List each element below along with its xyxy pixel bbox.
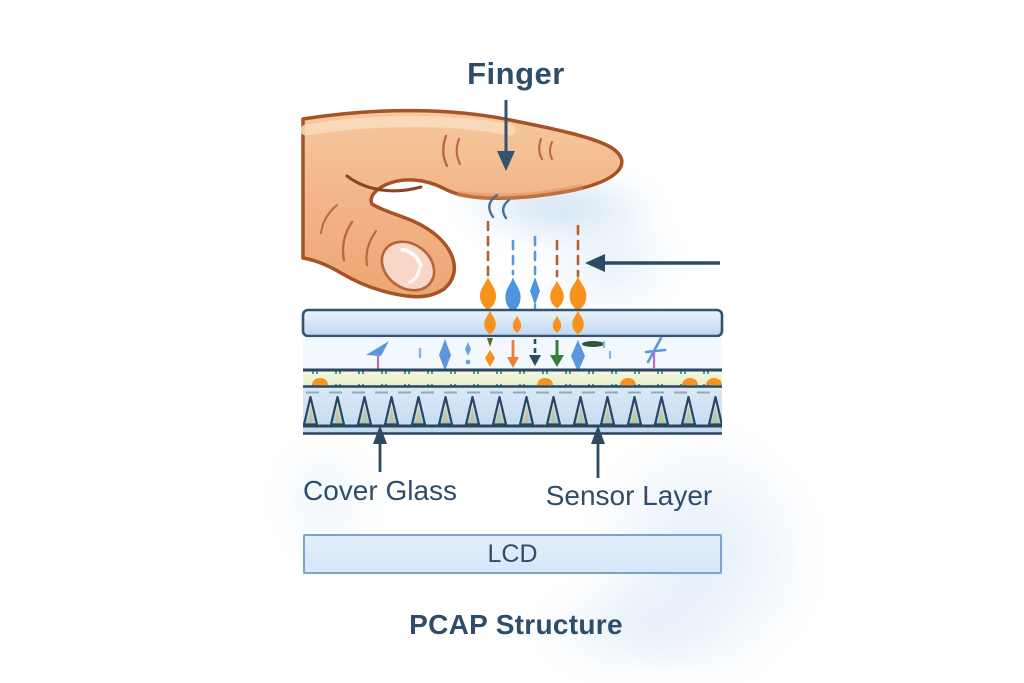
hand-illustration <box>300 108 624 299</box>
thumb-crease <box>341 220 354 262</box>
knuckle-crease <box>538 137 544 161</box>
knuckle-crease <box>455 137 462 166</box>
diagram-title: PCAP Structure <box>409 609 623 640</box>
knuckle-crease <box>549 141 553 160</box>
field-diamond <box>530 277 540 305</box>
cover-glass-label: Cover Glass <box>302 475 458 506</box>
hand-web-crease <box>345 174 423 193</box>
finger-highlight <box>300 115 516 136</box>
finger-label: Finger <box>467 56 565 91</box>
lcd-layer: LCD <box>303 534 722 574</box>
sensor-layer-pointer-arrow <box>591 425 605 478</box>
thumb-crease <box>365 229 378 267</box>
gap-field-glyphs <box>366 336 667 375</box>
field-pointer-arrow <box>585 254 720 272</box>
electrode-teeth-band <box>303 388 722 435</box>
sensor-layer-label: Sensor Layer <box>545 480 713 511</box>
field-drops-above-glass <box>480 276 587 312</box>
finger-pointer-arrow <box>497 100 515 171</box>
electrode-bumps <box>312 378 722 385</box>
cover-glass-pointer-arrow <box>373 425 387 472</box>
thumbnail <box>380 240 436 292</box>
sensor-layer-strip <box>303 368 722 388</box>
knuckle-crease <box>442 134 449 168</box>
hand-shape <box>301 108 624 299</box>
thumb-crease <box>320 204 338 234</box>
lcd-label: LCD <box>487 540 538 568</box>
cover-glass-layer <box>301 308 724 338</box>
